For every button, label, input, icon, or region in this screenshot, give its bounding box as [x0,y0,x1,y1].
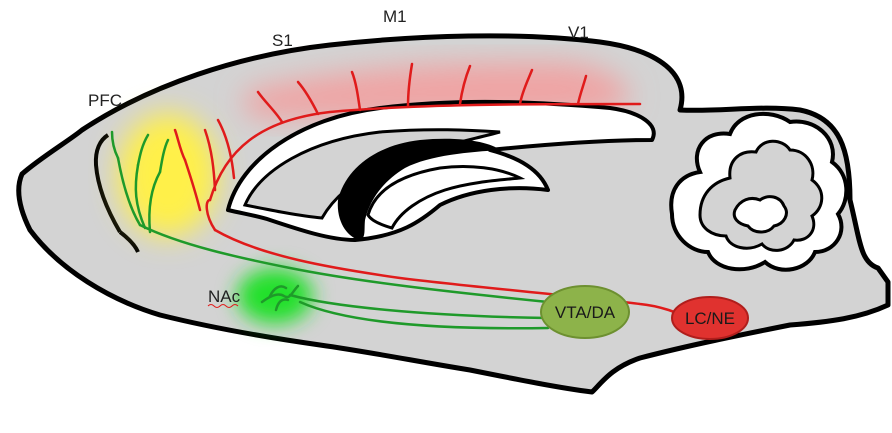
da-projections [110,130,550,330]
inner-gray-band [242,128,501,220]
pfc-glow [118,113,218,237]
nac-label: NAc [208,287,241,306]
vta-label: VTA/DA [555,303,616,322]
m1-label: M1 [383,7,407,26]
ne-cortical-branches [173,62,692,320]
s1-label: S1 [272,31,293,50]
frontal-notch [118,230,140,253]
olfactory-groove [93,133,122,234]
lc-node: LC/NE [671,296,749,340]
lc-label: LC/NE [685,309,735,328]
hippocampus-black [337,138,500,240]
v1-label: V1 [568,23,589,42]
vta-node: VTA/DA [540,285,630,339]
nac-underline [207,304,239,308]
cerebellum [669,112,849,272]
pfc-label: PFC [88,91,122,110]
hippocampus-inner [366,165,526,230]
brain-outline [16,33,891,395]
